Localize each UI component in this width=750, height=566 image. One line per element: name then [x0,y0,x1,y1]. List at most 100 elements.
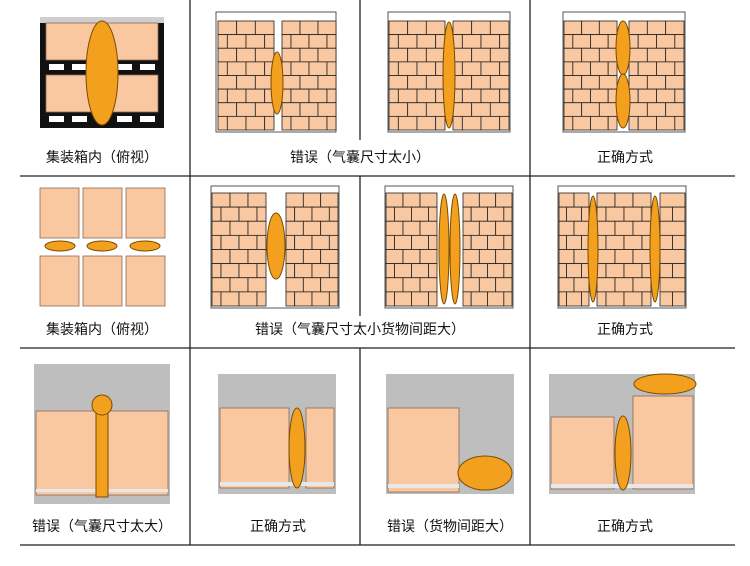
r3-c4-correct [549,373,697,494]
brick [605,263,625,279]
brick [211,277,231,293]
brick [605,234,625,250]
brick [563,115,574,131]
airbag-right [449,193,461,305]
brick [236,20,256,36]
r2-c4-correct [557,185,687,309]
r1-c2-airbag-too-small [215,11,337,133]
brick [411,291,429,307]
brick [499,88,510,104]
airbag-top [615,20,631,76]
brick [226,88,247,104]
brick [281,75,301,90]
brick [397,61,418,76]
brick [596,206,607,222]
cargo-box [39,255,80,307]
brick [674,88,685,104]
brick [428,263,438,279]
airbag-left [587,195,599,303]
brick [317,20,337,36]
brick [672,263,686,279]
brick [388,34,399,49]
brick [470,234,488,250]
cargo-box [387,407,460,493]
brick [452,47,473,63]
brick [416,115,437,131]
brick [581,102,600,117]
brick [281,34,292,49]
brick [302,249,322,265]
brick [480,34,501,49]
brick [672,291,686,307]
brick [566,206,582,222]
brick [254,102,275,117]
brick [665,102,685,117]
brick [326,88,337,104]
caption-r1-c1: 集装箱内（俯视） [46,149,158,166]
brick [503,291,513,307]
brick [641,206,652,222]
brick [573,277,590,293]
brick [385,277,404,293]
brick [499,115,510,131]
brick [462,249,480,265]
brick [573,220,590,236]
brick [294,206,313,222]
brick [402,220,421,236]
cargo-stack-left [217,20,275,131]
brick [238,206,258,222]
r1-c3-airbag-too-small [387,11,511,133]
brick [217,47,238,63]
brick [641,291,652,307]
brick [328,206,339,222]
brick [217,34,228,49]
brick [211,220,231,236]
brick [299,102,319,117]
brick [236,75,256,90]
r1-c4-correct [562,11,686,133]
brick [563,61,574,76]
brick [285,249,304,265]
cargo-box [82,255,123,307]
brick [308,88,328,104]
brick [495,277,513,293]
brick [470,263,488,279]
airbag [288,407,306,489]
brick [211,291,222,307]
brick [558,192,575,208]
brick [294,234,313,250]
airbag-right [649,195,661,303]
brick [462,277,480,293]
brick [211,234,222,250]
brick [320,192,339,208]
brick [598,75,618,90]
brick [385,263,395,279]
brick [247,192,267,208]
brick [247,220,267,236]
brick [416,61,437,76]
brick [646,20,667,36]
brick [254,20,275,36]
brick [311,206,330,222]
brick [285,234,296,250]
brick [495,192,513,208]
brick [656,115,676,131]
brick [388,61,399,76]
brick [581,291,590,307]
airbag [442,21,456,129]
cargo-stack-left [211,192,267,307]
brick [461,88,482,104]
brick [628,75,648,90]
caption-r3-c3: 错误（货物间距大） [387,518,513,535]
brick [402,192,421,208]
brick [311,291,330,307]
brick [573,249,590,265]
brick [495,220,513,236]
brick [452,115,463,131]
brick [238,234,258,250]
brick [590,34,609,49]
brick [503,263,513,279]
brick [623,263,643,279]
brick [598,47,618,63]
brick [245,115,266,131]
